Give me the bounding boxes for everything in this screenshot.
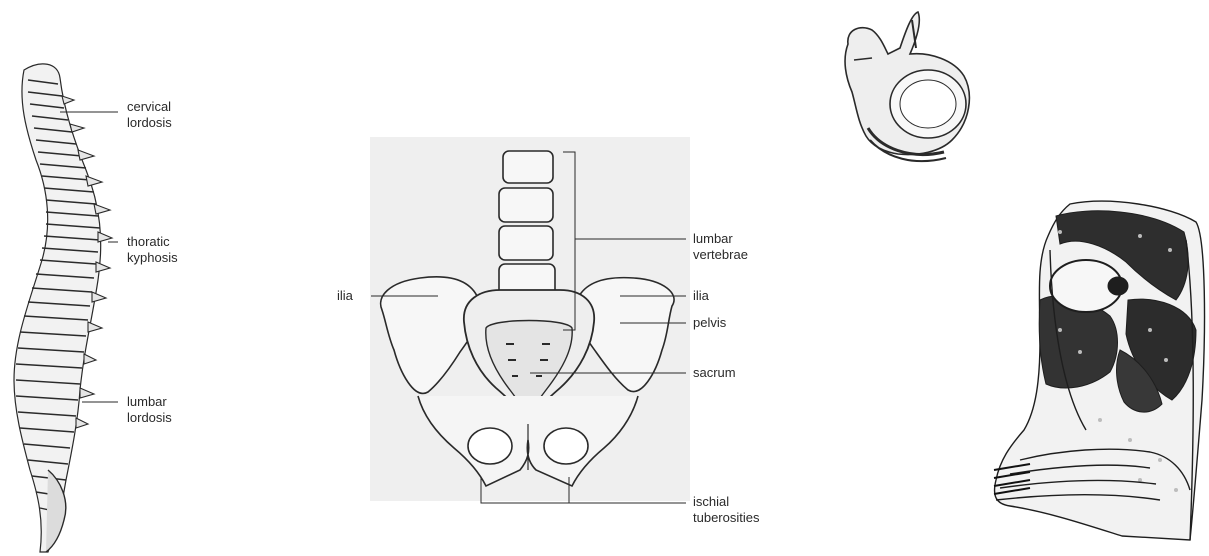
label-lumbar-line1: lumbar: [127, 394, 172, 410]
label-ilia-left: ilia: [337, 288, 353, 304]
label-lumbar-vertebrae-line1: lumbar: [693, 231, 748, 247]
label-pelvis: pelvis: [693, 315, 726, 331]
cross-section-illustration: [994, 201, 1204, 540]
label-thoracic-kyphosis: thoratic kyphosis: [127, 234, 178, 266]
label-sacrum-text: sacrum: [693, 365, 736, 381]
label-cervical-lordosis: cervical lordosis: [127, 99, 172, 131]
label-ilia-right: ilia: [693, 288, 709, 304]
label-thoracic-line2: kyphosis: [127, 250, 178, 266]
label-thoracic-line1: thoratic: [127, 234, 178, 250]
label-ilia-right-text: ilia: [693, 288, 709, 304]
label-ischial-line1: ischial: [693, 494, 759, 510]
label-lumbar-lordosis: lumbar lordosis: [127, 394, 172, 426]
label-ischial-line2: tuberosities: [693, 510, 759, 526]
label-lumbar-vertebrae: lumbar vertebrae: [693, 231, 748, 263]
label-cervical-line2: lordosis: [127, 115, 172, 131]
label-lumbar-line2: lordosis: [127, 410, 172, 426]
label-cervical-line1: cervical: [127, 99, 172, 115]
label-sacrum: sacrum: [693, 365, 736, 381]
spine-illustration: [14, 64, 112, 552]
vertebra-illustration: [845, 12, 969, 161]
label-pelvis-text: pelvis: [693, 315, 726, 331]
label-ilia-left-text: ilia: [337, 288, 353, 304]
label-lumbar-vertebrae-line2: vertebrae: [693, 247, 748, 263]
label-ischial-tuberosities: ischial tuberosities: [693, 494, 759, 526]
